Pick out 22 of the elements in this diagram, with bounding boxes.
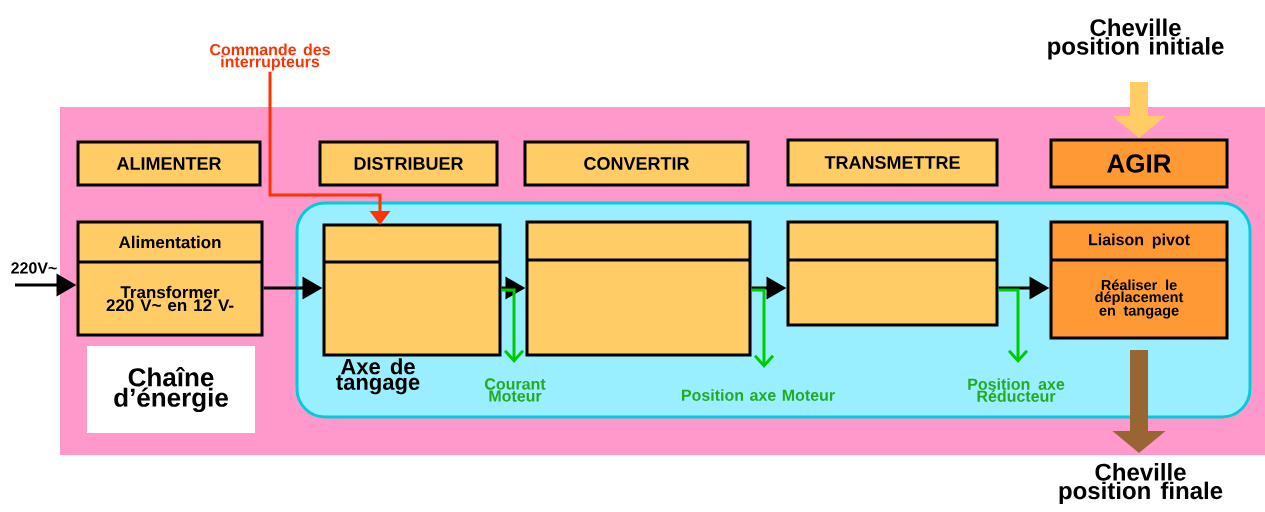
function-box: TRANSMETTRE bbox=[786, 138, 999, 187]
component-box: Alimentation Transformer 220 V~ en 12 V- bbox=[76, 220, 264, 337]
function-box: DISTRIBUER bbox=[318, 140, 499, 187]
title-box: Chaîne d’énergie bbox=[87, 346, 255, 433]
arrow bbox=[751, 288, 775, 368]
node-label: Axe de tangage bbox=[336, 358, 420, 395]
ankle-label: Cheville position initiale bbox=[1048, 18, 1224, 60]
command-label: Commande des interrupteurs bbox=[210, 43, 330, 71]
measure-label: Courant Moteur bbox=[485, 378, 546, 402]
component-box bbox=[322, 223, 502, 357]
function-box: ALIMENTER bbox=[76, 140, 262, 187]
component-box bbox=[525, 220, 752, 357]
edge-label: 220V~ bbox=[11, 262, 57, 274]
measure-label: Position axe Réducteur bbox=[968, 378, 1065, 402]
arrow bbox=[501, 288, 525, 363]
function-box: AGIR bbox=[1049, 138, 1229, 189]
measure-label: Position axe Moteur bbox=[682, 389, 835, 401]
arrow bbox=[998, 288, 1029, 363]
ankle-label: Cheville position finale bbox=[1059, 463, 1223, 504]
function-box: CONVERTIR bbox=[523, 140, 750, 187]
component-box: Liaison pivot Réaliser le déplacement en tangage bbox=[1049, 220, 1229, 340]
component-box bbox=[786, 220, 999, 327]
